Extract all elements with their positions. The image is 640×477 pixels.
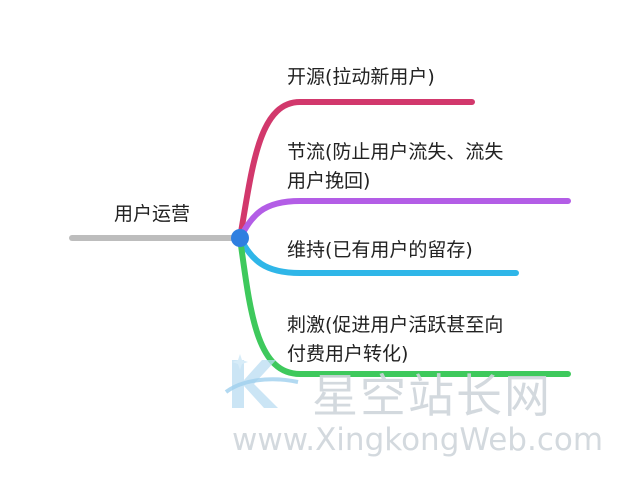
branch-line-stimulate: [237, 235, 571, 377]
branch-line-retain: [237, 198, 571, 241]
branch-label-acquire: 开源(拉动新用户): [287, 66, 435, 88]
central-hub-node: [231, 229, 249, 247]
branch-label-stimulate-line1: 刺激(促进用户活跃甚至向: [287, 314, 504, 336]
branch-label-stimulate-line2: 付费用户转化): [287, 343, 409, 365]
watermark-url-text: www.XingkongWeb.com: [232, 422, 604, 458]
branch-label-maintain: 维持(已有用户的留存): [287, 239, 473, 261]
root-label: 用户运营: [114, 203, 191, 225]
branch-line-acquire: [237, 99, 475, 241]
watermark-logo-icon: [224, 354, 299, 408]
branch-label-retain-line1: 节流(防止用户流失、流失: [287, 141, 504, 163]
branch-label-retain-line2: 用户挽回): [287, 170, 371, 192]
watermark-chinese-text: 星空站长网: [312, 369, 552, 423]
